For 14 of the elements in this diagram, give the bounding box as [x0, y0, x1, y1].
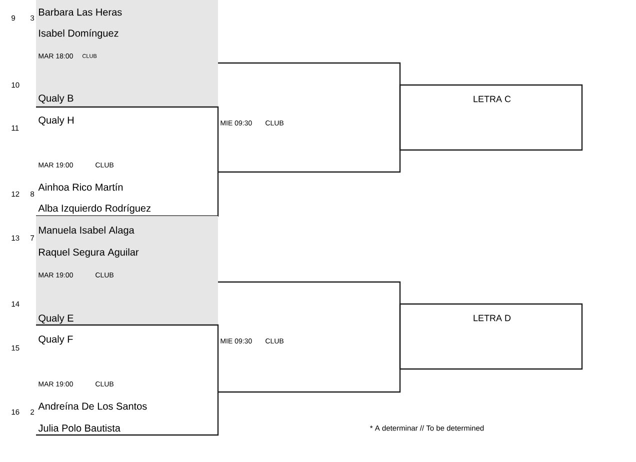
player-name: Qualy B [38, 94, 74, 104]
player-name: Qualy E [38, 314, 74, 324]
player-name: Andreína De Los Santos [38, 402, 147, 410]
player-name: Julia Polo Bautista [38, 424, 120, 432]
player-name: Raquel Segura Aguilar [39, 248, 139, 258]
player-name: Alba Izquierdo Rodríguez [38, 204, 151, 214]
player-name: Isabel Domínguez [39, 29, 118, 39]
bracket-slot-label: LETRA D [474, 314, 511, 322]
player-name: Qualy F [38, 335, 73, 345]
bracket-slot-label: LETRA C [474, 96, 511, 102]
player-name: Barbara Las Heras [39, 8, 122, 16]
player-name: Manuela Isabel Alaga [39, 226, 134, 236]
player-name: Qualy H [38, 116, 74, 126]
player-name: Ainhoa Rico Martín [38, 183, 123, 191]
